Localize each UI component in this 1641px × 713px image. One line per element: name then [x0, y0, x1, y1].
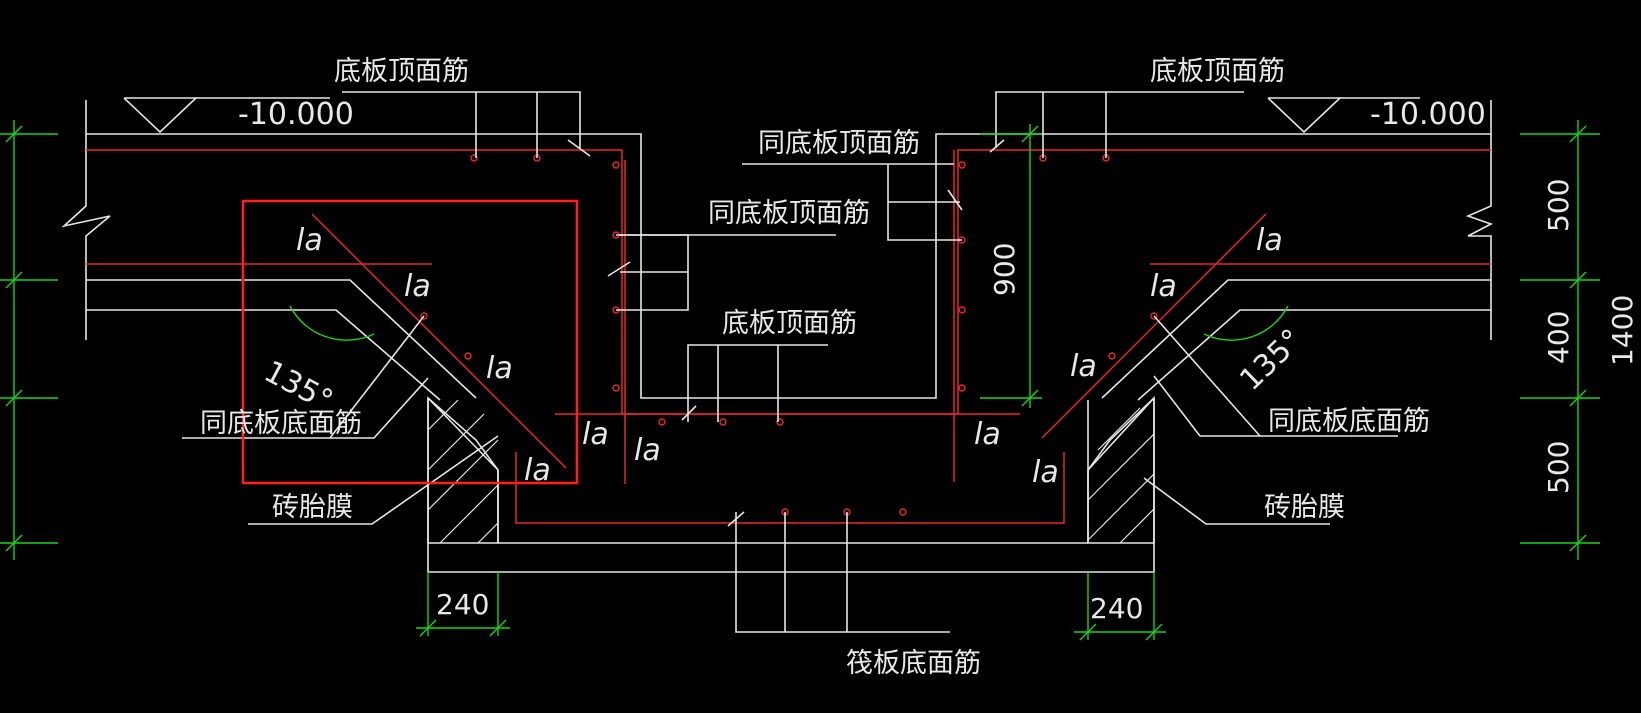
dim-right-top: 500 [1542, 179, 1575, 232]
dim-right-mid: 400 [1542, 311, 1575, 364]
label-same-bottom-right: 同底板底面筋 [1268, 406, 1430, 437]
dim-pit-depth: 900 [988, 243, 1021, 296]
rebar-lines [86, 149, 1491, 524]
la-label: la [486, 351, 513, 386]
la-label: la [524, 453, 551, 488]
label-same-top-upper: 同底板顶面筋 [758, 128, 920, 159]
brick-formwork-right [1087, 396, 1155, 544]
selection-rectangle[interactable] [241, 199, 579, 485]
la-label: la [974, 417, 1001, 452]
level-labels: -10.000 -10.000 [238, 97, 1486, 132]
la-label: la [1150, 269, 1177, 304]
dim-right-total: 1400 [1606, 295, 1639, 366]
labels: 底板顶面筋 底板顶面筋 同底板顶面筋 同底板顶面筋 底板顶面筋 同底板底面筋 同… [200, 56, 1430, 679]
la-label: la [634, 433, 661, 468]
dim-brick-right: 240 [1090, 592, 1143, 625]
dimension-labels: 900 500 400 500 1400 240 240 [436, 179, 1639, 625]
anchorage-labels: la la la la la la la la la la la [296, 223, 1283, 490]
la-label: la [296, 223, 323, 258]
level-left: -10.000 [238, 97, 354, 132]
label-raft-bottom: 筏板底面筋 [846, 648, 981, 679]
label-top-rebar-left: 底板顶面筋 [334, 56, 469, 87]
dim-right-bottom: 500 [1542, 441, 1575, 494]
la-label: la [1256, 223, 1283, 258]
la-label: la [1032, 455, 1059, 490]
la-label: la [1070, 349, 1097, 384]
angle-right: 135° [1233, 322, 1309, 397]
dimension-lines [0, 120, 1600, 641]
label-same-bottom-left: 同底板底面筋 [200, 408, 362, 439]
label-same-top-mid: 同底板顶面筋 [708, 198, 870, 229]
dim-brick-left: 240 [436, 588, 489, 621]
level-right: -10.000 [1370, 97, 1486, 132]
label-top-rebar-center: 底板顶面筋 [722, 308, 857, 339]
leader-lines [123, 91, 1420, 633]
brick-formwork-left [427, 396, 499, 544]
la-label: la [404, 269, 431, 304]
label-brick-left: 砖胎膜 [272, 492, 353, 523]
la-label: la [582, 417, 609, 452]
label-top-rebar-right: 底板顶面筋 [1150, 56, 1285, 87]
label-brick-right: 砖胎膜 [1264, 492, 1345, 523]
